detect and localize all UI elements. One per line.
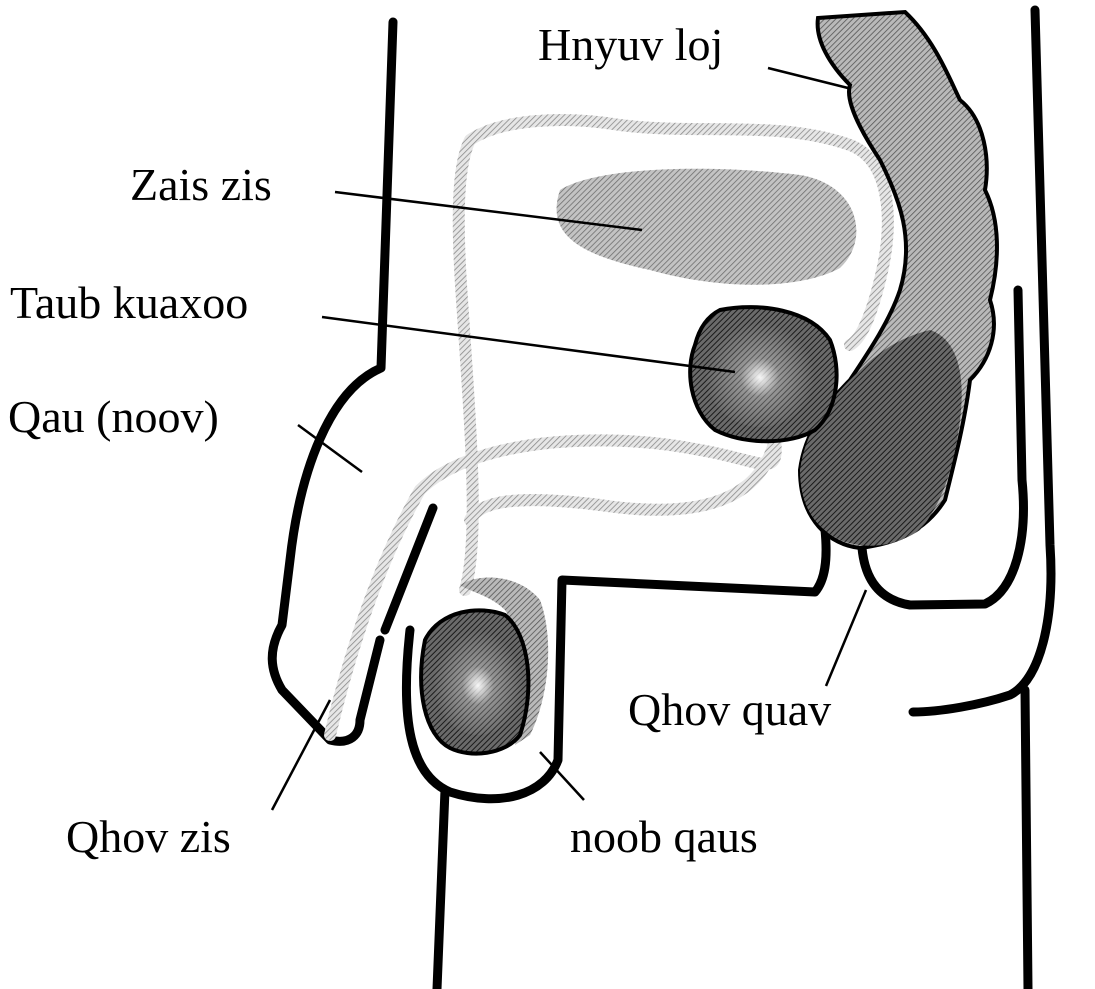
prostate-group bbox=[690, 307, 836, 441]
label-qhov-zis: Qhov zis bbox=[66, 811, 231, 862]
label-noob-qaus: noob qaus bbox=[570, 811, 758, 862]
label-hnyuv-loj: Hnyuv loj bbox=[538, 19, 723, 70]
leader-qhov-zis bbox=[272, 700, 330, 810]
testis-group bbox=[421, 577, 548, 753]
leg-line bbox=[437, 790, 445, 989]
label-qau-noov: Qau (noov) bbox=[8, 391, 219, 442]
testis-shine bbox=[433, 625, 523, 735]
label-taub-kuaxoo: Taub kuaxoo bbox=[10, 277, 248, 328]
large-intestine-group bbox=[800, 12, 997, 548]
front-body-line bbox=[272, 22, 393, 741]
bladder-group bbox=[557, 169, 857, 285]
leader-qhov-quav bbox=[826, 590, 866, 686]
penis-inner-line bbox=[385, 508, 433, 630]
prostate-shine bbox=[705, 317, 815, 427]
bladder bbox=[557, 169, 857, 285]
label-zais-zis: Zais zis bbox=[130, 159, 272, 210]
label-qhov-quav: Qhov quav bbox=[628, 684, 831, 735]
labels: Hnyuv loj Zais zis Taub kuaxoo Qau (noov… bbox=[8, 19, 831, 862]
back-leg-line bbox=[1025, 690, 1028, 989]
